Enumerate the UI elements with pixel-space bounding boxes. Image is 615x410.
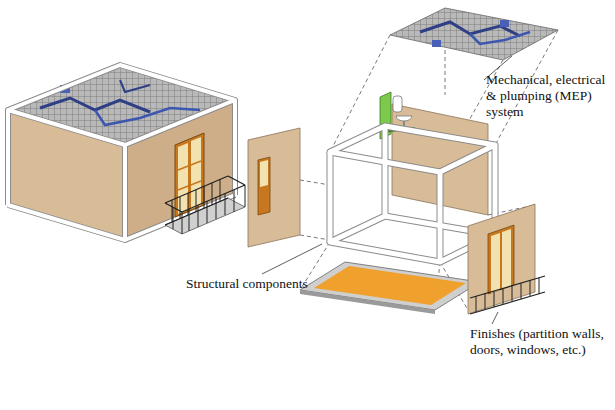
assembled-unit <box>8 65 245 240</box>
callout-label: Finishes (partition walls, doors, window… <box>470 326 612 358</box>
exploded-unit <box>248 8 558 314</box>
callout-label: Structural components <box>186 276 308 292</box>
callout-label: Mechanical, electrical & plumping (MEP) … <box>486 72 612 120</box>
